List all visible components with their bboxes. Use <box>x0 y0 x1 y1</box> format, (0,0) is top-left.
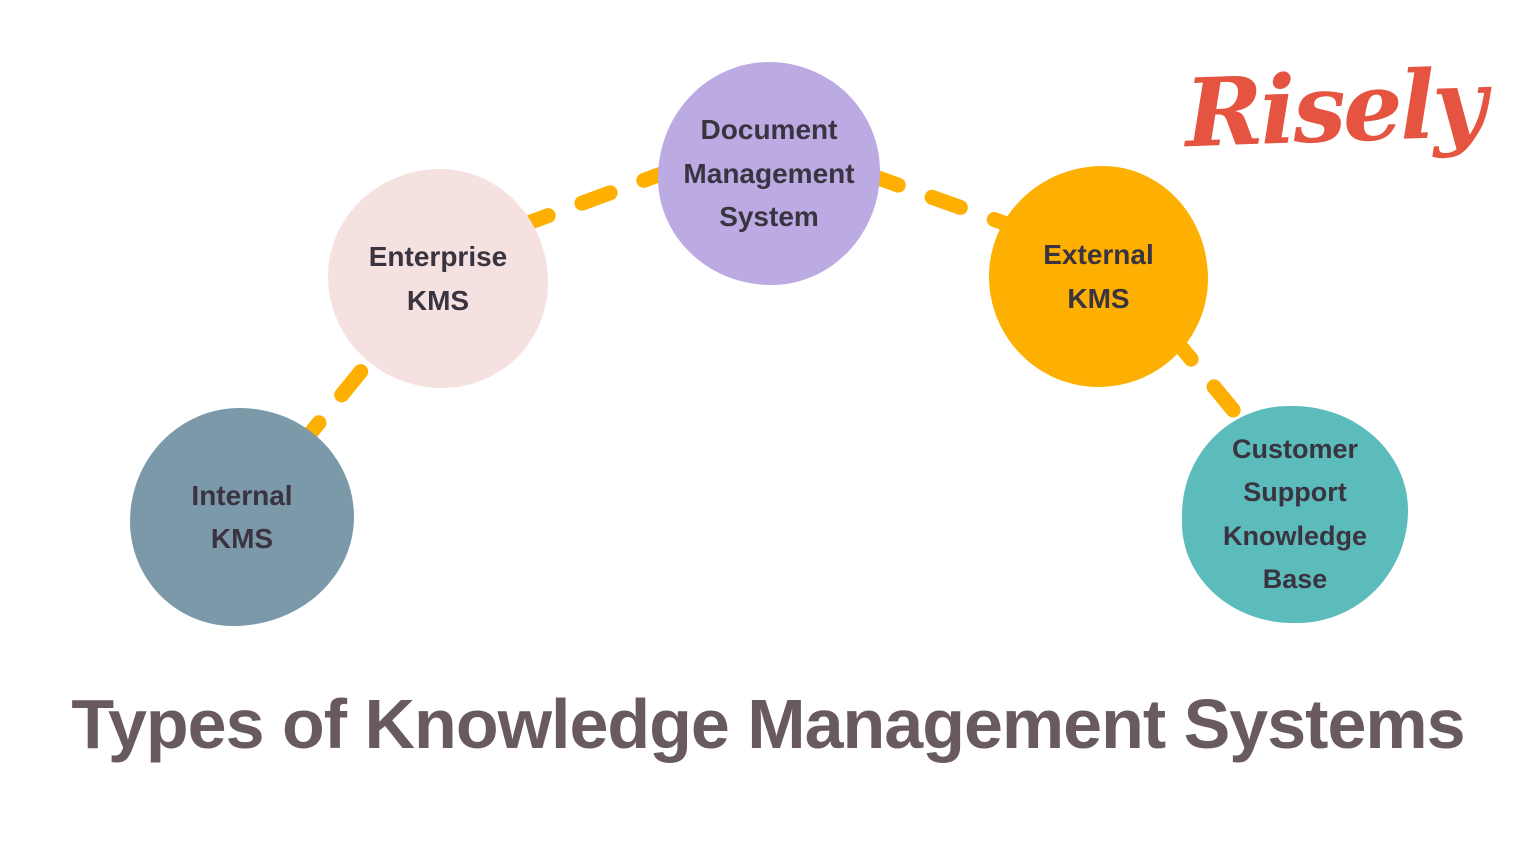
node-customer-support-knowledge-base-label: Customer Support Knowledge Base <box>1222 434 1367 594</box>
node-enterprise-kms-label: Enterprise KMS <box>368 241 508 316</box>
node-external-kms: External KMS <box>989 166 1208 387</box>
node-enterprise-kms: Enterprise KMS <box>328 169 548 388</box>
connector-external-to-customer <box>1164 328 1266 448</box>
node-external-kms-label: External KMS <box>1043 239 1154 314</box>
node-document-management-system: Document Management System <box>658 62 880 285</box>
connector-document-to-external <box>862 167 1023 235</box>
node-customer-support-knowledge-base: Customer Support Knowledge Base <box>1182 406 1408 623</box>
connector-enterprise-to-document <box>512 162 680 234</box>
risely-logo: Risely <box>1183 48 1486 170</box>
node-internal-kms-label: Internal KMS <box>191 479 293 554</box>
connector-internal-to-enterprise <box>292 340 388 454</box>
node-internal-kms: Internal KMS <box>130 408 354 626</box>
node-document-management-system-label: Document Management System <box>683 114 855 233</box>
page-title: Types of Knowledge Management Systems <box>71 685 1465 763</box>
